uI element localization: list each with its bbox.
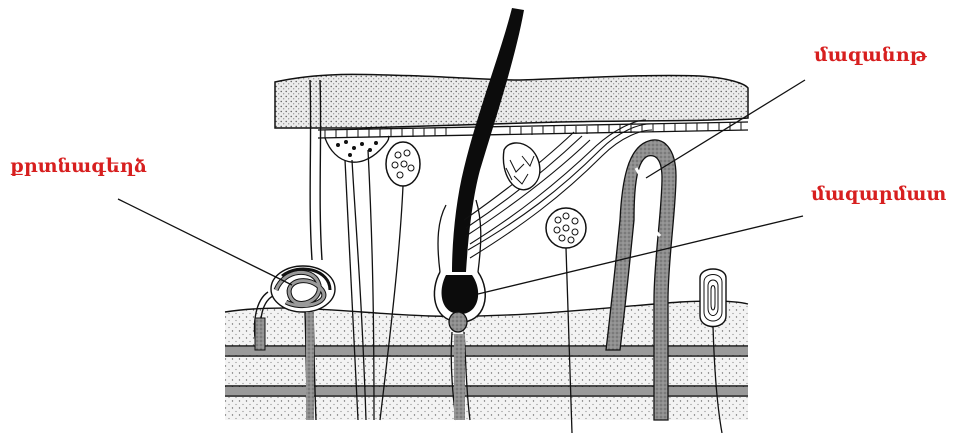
pointer-hair-root bbox=[478, 216, 803, 294]
label-sweat-gland: քրտնագեղձ bbox=[10, 155, 147, 177]
dermis-layer bbox=[225, 301, 748, 420]
pointer-sweat-gland bbox=[118, 199, 292, 285]
sebaceous-gland bbox=[503, 143, 540, 190]
label-hair-shaft: մազանոթ bbox=[814, 44, 927, 66]
epidermis-layer bbox=[275, 74, 748, 138]
label-hair-root: մազարմատ bbox=[811, 183, 946, 205]
